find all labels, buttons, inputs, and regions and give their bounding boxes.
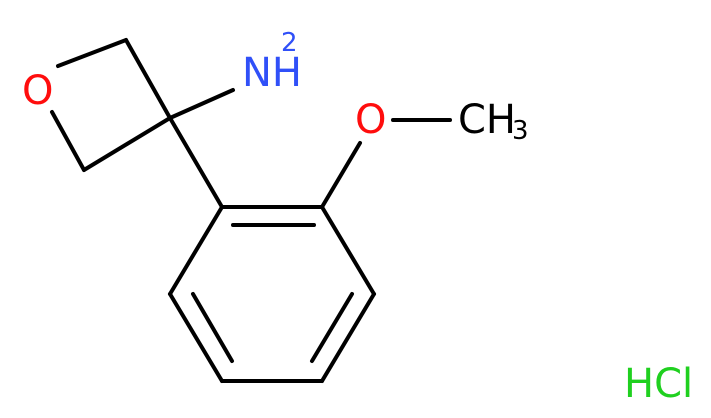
bond-ch2-top-c3 (124, 38, 172, 120)
bond-ring-c5-c6 (168, 292, 224, 383)
bond-ring-inner-left (191, 292, 234, 363)
methyl-label: CH (458, 97, 516, 143)
bond-ch2-bottom-o (50, 110, 86, 172)
hcl-salt-label: HCl (624, 361, 693, 407)
bond-aryl-o-methoxy (320, 141, 362, 209)
bond-ring-c6-c1 (168, 205, 224, 296)
bond-c3-n (168, 88, 235, 120)
oxetane-oxygen-label: O (22, 68, 53, 114)
bond-c3-ch2-bottom (82, 116, 172, 172)
methyl-subscript: 3 (512, 116, 529, 146)
bond-o-ch2-top (56, 38, 128, 68)
amine-nitrogen-label: NH (242, 50, 302, 96)
bond-ring-c3-c4 (320, 292, 376, 383)
bond-ring-c2-c3 (320, 205, 376, 296)
bond-ring-inner-right (310, 292, 354, 363)
methoxy-oxygen-label: O (355, 97, 386, 143)
amine-subscript: 2 (281, 28, 298, 58)
bond-c3-aryl (168, 116, 224, 209)
